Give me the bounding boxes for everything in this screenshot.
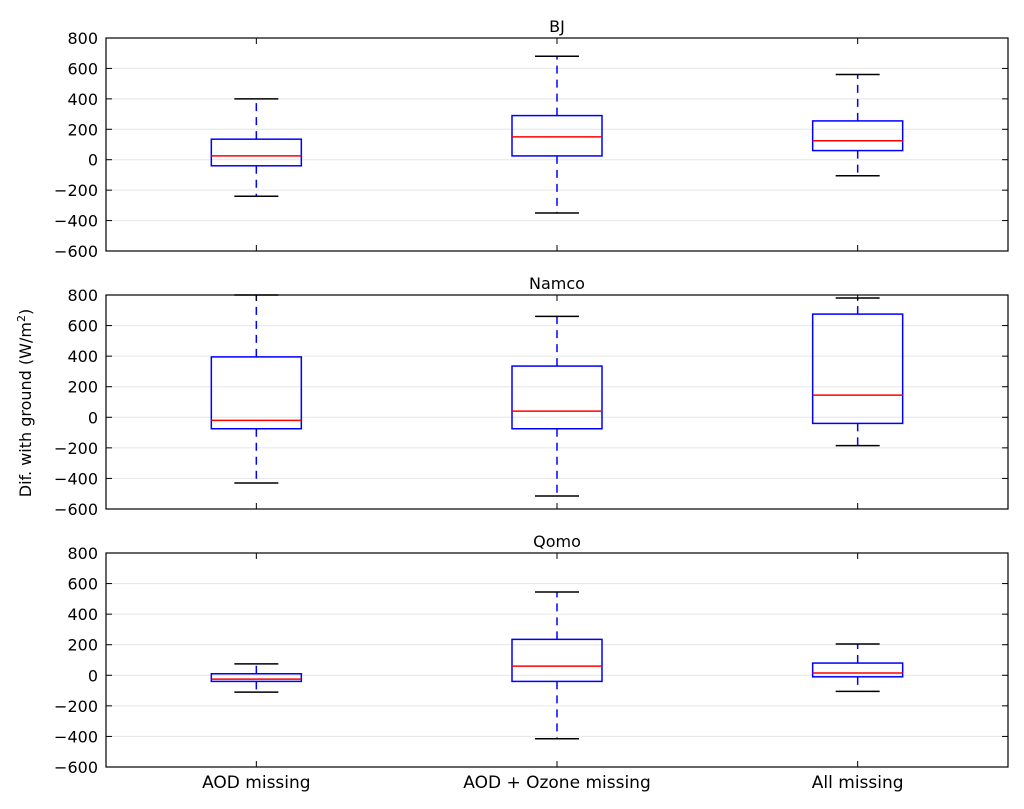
y-tick-label: 0 [88, 408, 98, 427]
x-tick-label: AOD + Ozone missing [463, 773, 650, 793]
box [511, 638, 603, 683]
y-tick-label: 400 [67, 347, 98, 366]
y-tick-label: −400 [54, 727, 98, 746]
y-tick-label: −200 [54, 439, 98, 458]
box [811, 662, 904, 678]
panel-title: Namco [529, 274, 585, 293]
y-tick-label: 800 [67, 544, 98, 563]
box [511, 114, 603, 157]
box [210, 356, 303, 430]
x-tick-label: AOD missing [202, 773, 311, 793]
x-tick-label: All missing [812, 773, 904, 793]
axes-frame [105, 552, 1009, 768]
box [811, 313, 904, 425]
y-tick-label: 200 [67, 636, 98, 655]
panel-0: −600 −400 −200 0 200 400 600 800 BJ [54, 17, 1009, 261]
panel-title: BJ [549, 17, 565, 36]
y-tick-label: 400 [67, 90, 98, 109]
y-tick-label: −400 [54, 212, 98, 231]
y-tick-label: −600 [54, 242, 98, 261]
box [210, 138, 303, 167]
y-tick-label: −200 [54, 181, 98, 200]
panel-title: Qomo [533, 532, 581, 551]
y-tick-label: −600 [54, 500, 98, 519]
y-axis-label: Dif. with ground (W/m2) [15, 309, 35, 497]
y-tick-label: −200 [54, 697, 98, 716]
y-tick-label: −600 [54, 758, 98, 777]
y-tick-label: 800 [67, 29, 98, 48]
y-tick-label: 0 [88, 666, 98, 685]
y-tick-label: 200 [67, 120, 98, 139]
box [511, 365, 603, 430]
y-tick-label: 400 [67, 605, 98, 624]
y-tick-label: −400 [54, 469, 98, 488]
box [811, 120, 904, 152]
y-tick-label: 800 [67, 286, 98, 305]
y-tick-label: 600 [67, 59, 98, 78]
y-tick-label: 600 [67, 575, 98, 594]
y-tick-label: 0 [88, 151, 98, 170]
box [210, 673, 303, 683]
panel-2: −600 −400 −200 0 200 400 600 800 Qomo [54, 532, 1009, 777]
y-tick-label: 200 [67, 378, 98, 397]
panel-1: −600 −400 −200 0 200 400 600 800 Namco [54, 274, 1009, 519]
y-tick-label: 600 [67, 317, 98, 336]
